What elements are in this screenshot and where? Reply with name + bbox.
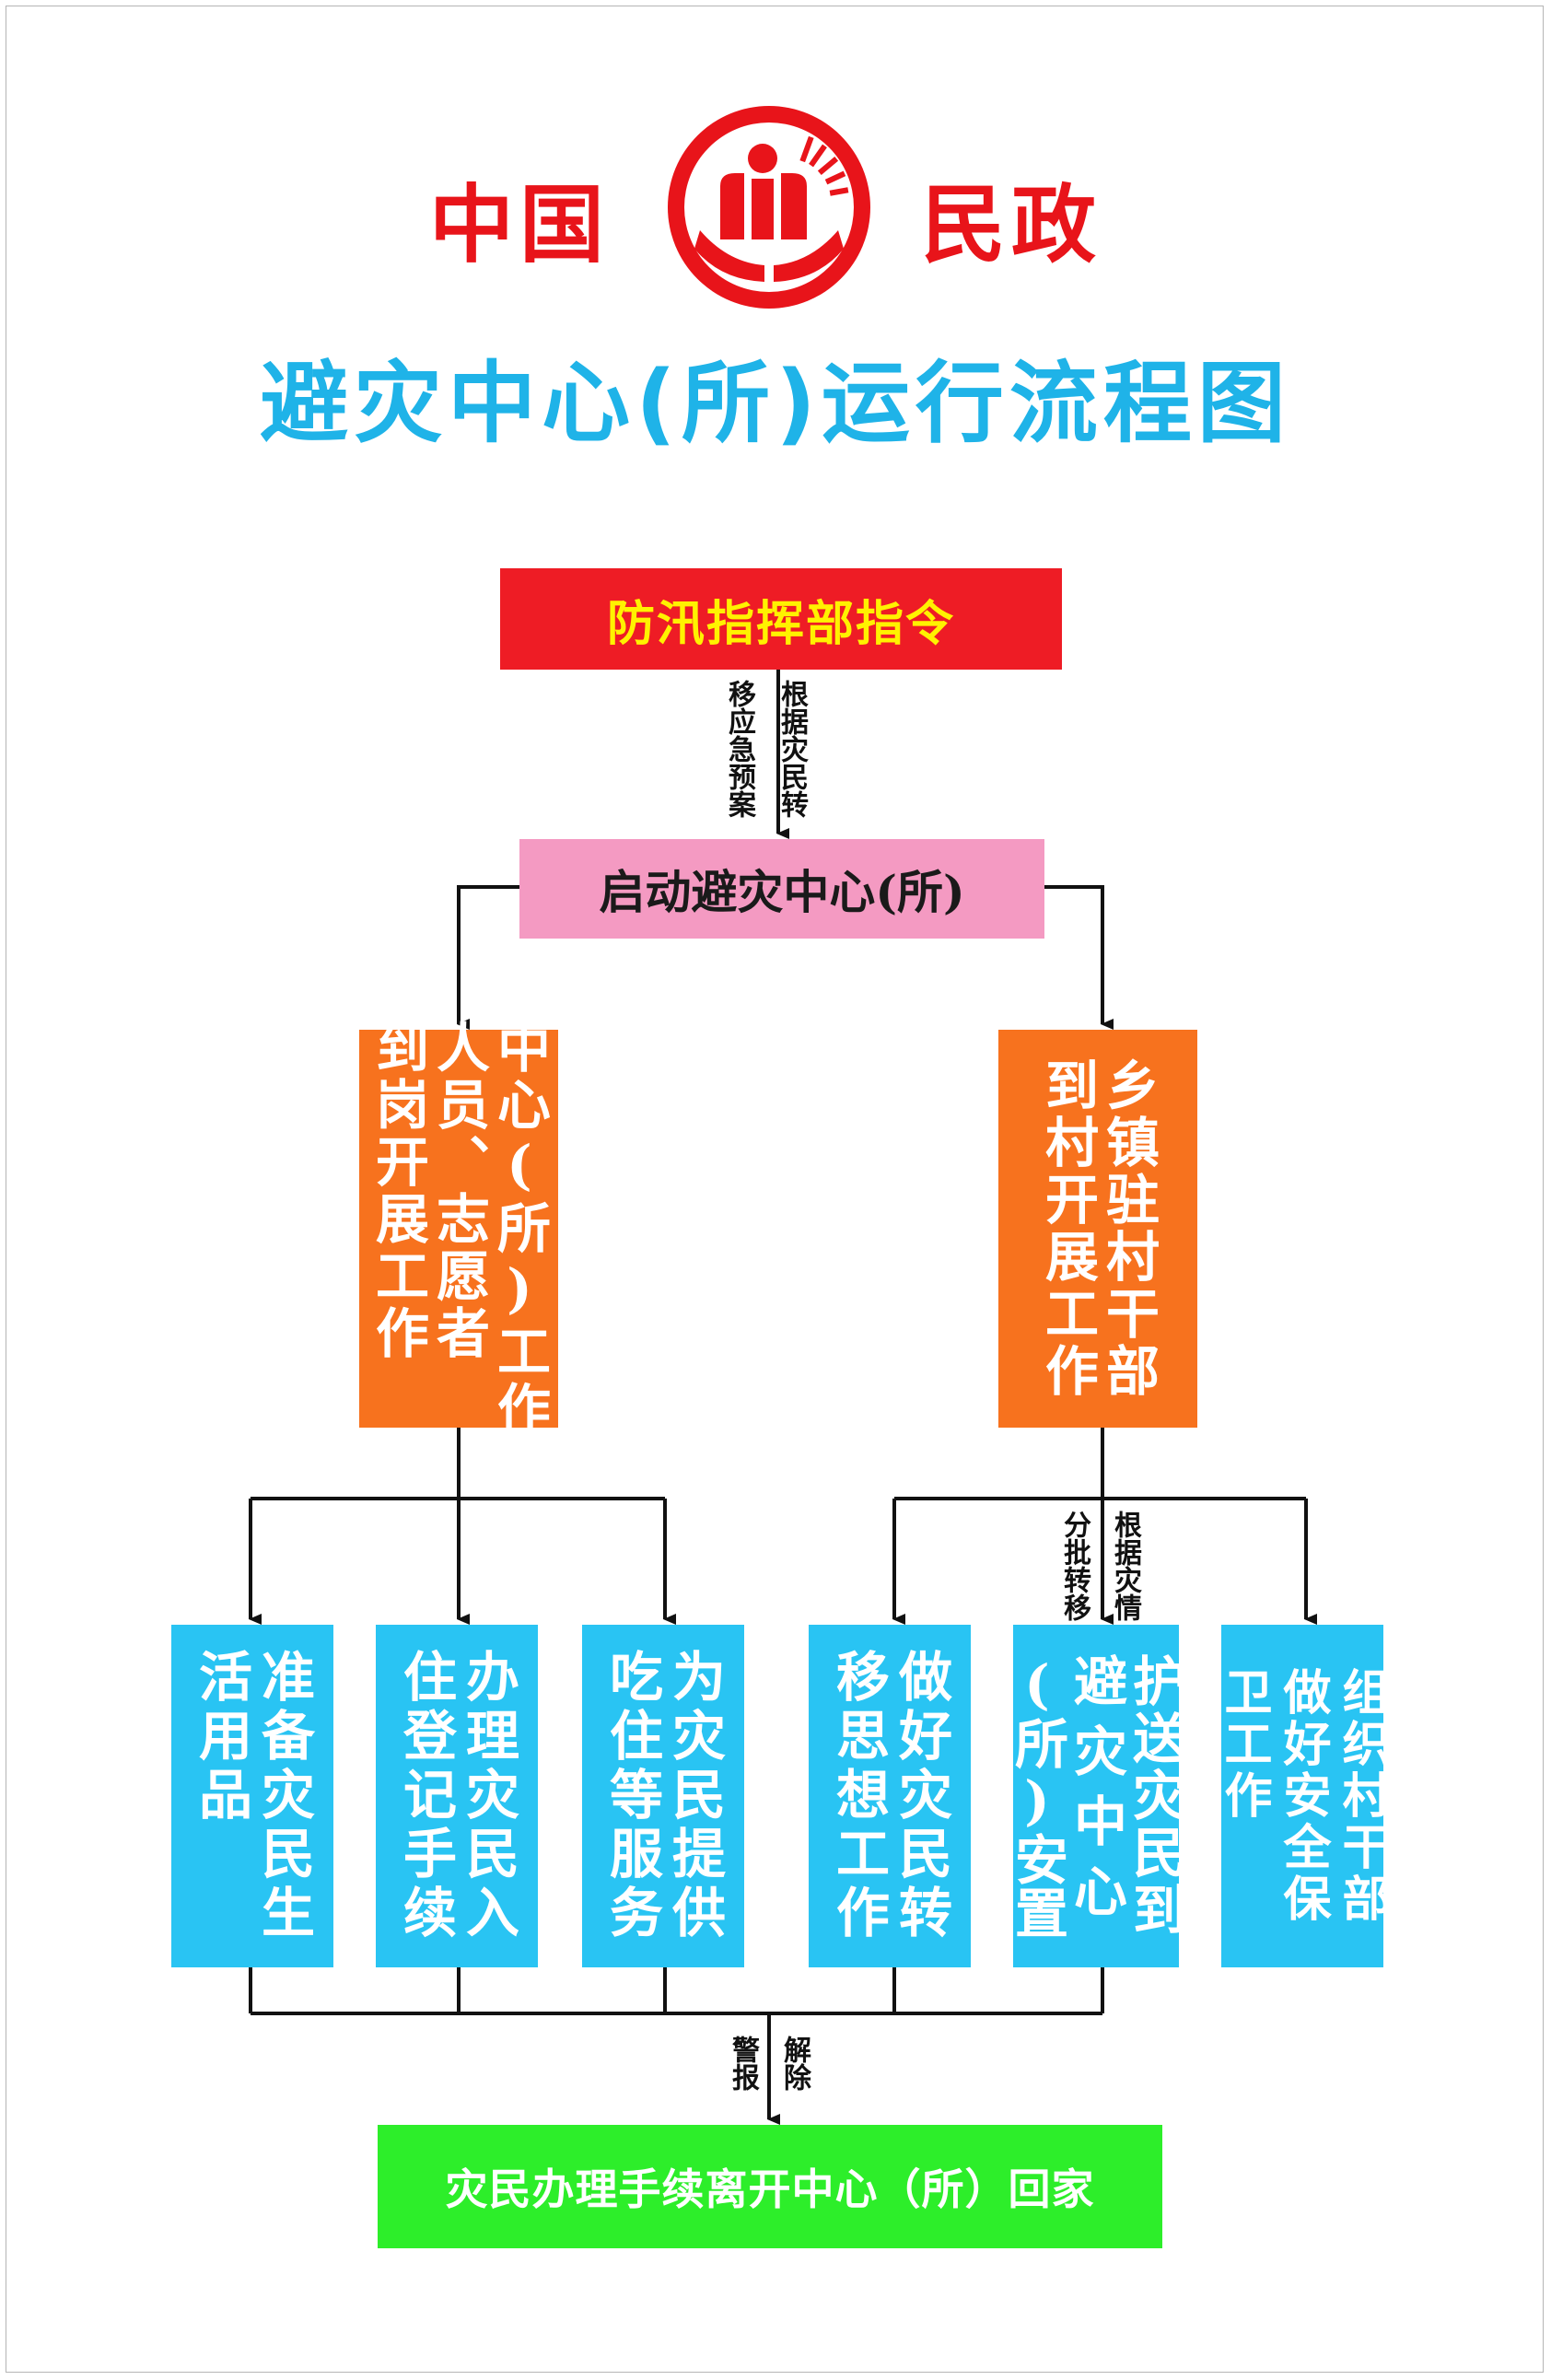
right-branch-col-2: 到村开展工作	[1036, 1057, 1099, 1400]
task-5-col-3: (所)安置	[1006, 1653, 1068, 1939]
final-text: 灾民办理手续离开中心（所）回家	[445, 2164, 1095, 2214]
task-5-col-1: 护送灾民到	[1124, 1653, 1186, 1939]
task-5-col-2: 避灾中心	[1065, 1653, 1127, 1933]
note-right-col1: 根据灾情	[1109, 1511, 1141, 1621]
task-3-col-1: 为灾民提供	[663, 1649, 726, 1943]
task-3-col-2: 吃住等服务	[601, 1649, 663, 1943]
page-border	[6, 6, 1544, 2373]
task-6-col-1: 组织村干部	[1334, 1667, 1390, 1925]
task-box-1: 准备灾民生 活用品	[171, 1625, 333, 1967]
start-box: 启动避灾中心(所)	[519, 839, 1044, 939]
left-branch-col-2: 人员、志愿者	[427, 1020, 490, 1362]
connector-start-left	[457, 885, 519, 1030]
header-right-word: 民政	[921, 176, 1102, 274]
task-box-6: 组织村干部 做好安全保 卫工作	[1216, 1625, 1390, 1967]
start-text: 启动避灾中心(所)	[599, 865, 965, 919]
task-1-col-2: 活用品	[190, 1649, 252, 1826]
left-branch-col-3: 到岗开展工作	[367, 1020, 429, 1362]
left-branch-col-1: 中心(所)工作	[488, 1020, 551, 1438]
left-branch-box: 中心(所)工作 人员、志愿者 到岗开展工作	[359, 1020, 558, 1438]
note-top-col2: 移应急预案	[723, 680, 755, 818]
command-box: 防汛指挥部指令	[500, 568, 1062, 670]
right-branch-col-1: 乡镇驻村干部	[1097, 1057, 1160, 1400]
task-6-col-3: 卫工作	[1216, 1667, 1272, 1822]
task-1-col-1: 准备灾民生	[252, 1649, 315, 1943]
page-title: 避灾中心(所)运行流程图	[260, 352, 1291, 455]
note-right-col2: 分批转移	[1058, 1511, 1090, 1621]
final-box: 灾民办理手续离开中心（所）回家	[378, 2125, 1162, 2248]
task-4-col-1: 做好灾民转	[890, 1649, 952, 1943]
connector-start-right	[1044, 885, 1114, 1030]
right-branch-box: 乡镇驻村干部 到村开展工作	[998, 1030, 1197, 1428]
task-4-col-2: 移思想工作	[827, 1649, 890, 1943]
civil-affairs-emblem-icon	[668, 106, 870, 309]
task-2-col-1: 办理灾民入	[457, 1649, 519, 1943]
note-top-col1: 根据灾民转	[776, 680, 808, 818]
task-box-2: 办理灾民入 住登记手续	[376, 1625, 538, 1967]
header-left-word: 中国	[429, 176, 611, 274]
task-box-3: 为灾民提供 吃住等服务	[582, 1625, 744, 1967]
task-box-4: 做好灾民转 移思想工作	[809, 1625, 971, 1967]
command-text: 防汛指挥部指令	[606, 596, 955, 652]
task-box-5: 护送灾民到 避灾中心 (所)安置	[1006, 1625, 1186, 1967]
task-6-col-2: 做好安全保	[1275, 1667, 1331, 1925]
note-bottom-col2: 警报	[727, 2036, 759, 2091]
note-bottom-col1: 解除	[778, 2036, 810, 2091]
task-2-col-2: 住登记手续	[394, 1649, 457, 1943]
